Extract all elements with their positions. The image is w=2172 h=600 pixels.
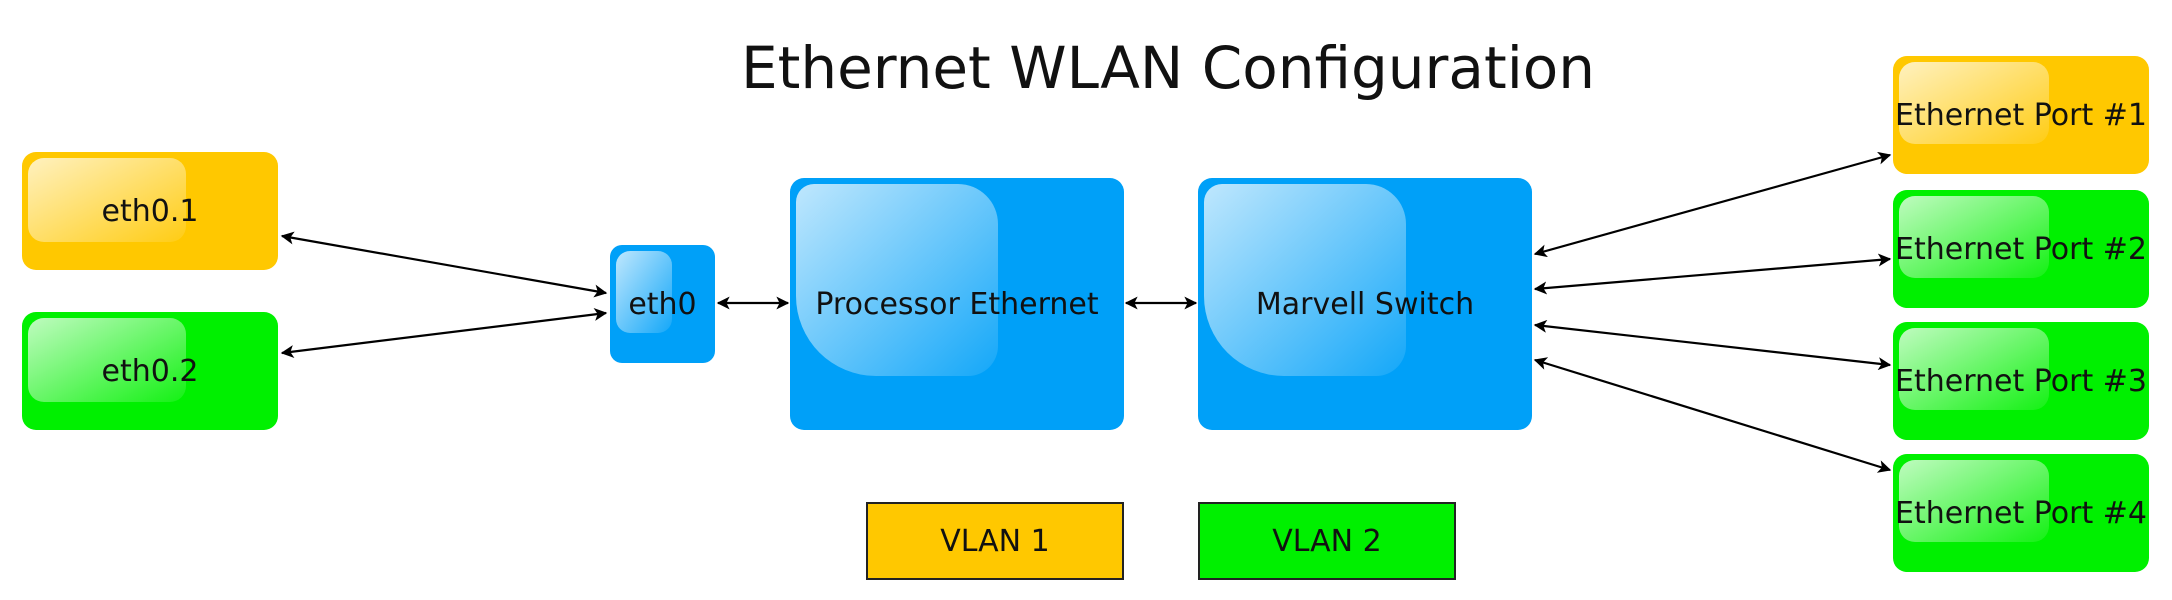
- node-label: Processor Ethernet: [815, 286, 1099, 322]
- link-eth0-2-to-eth0: [280, 307, 608, 359]
- node-gloss: [1899, 62, 2049, 144]
- node-processor-ethernet: Processor Ethernet: [790, 178, 1124, 430]
- link-eth0-1-to-eth0: [280, 231, 608, 298]
- node-gloss: [616, 251, 672, 333]
- node-ethernet-port-4: Ethernet Port #4: [1893, 454, 2149, 572]
- node-eth0-1: eth0.1: [22, 152, 278, 270]
- legend-label: VLAN 1: [940, 523, 1050, 559]
- node-gloss: [796, 184, 998, 376]
- node-gloss: [1899, 460, 2049, 542]
- node-label: Ethernet Port #3: [1895, 363, 2147, 399]
- node-eth0-2: eth0.2: [22, 312, 278, 430]
- link-switch-to-port-4: [1533, 357, 1892, 473]
- legend-vlan-1: VLAN 1: [866, 502, 1124, 580]
- node-gloss: [28, 158, 186, 242]
- node-label: eth0.2: [101, 353, 199, 389]
- node-label: eth0: [628, 286, 697, 322]
- node-ethernet-port-3: Ethernet Port #3: [1893, 322, 2149, 440]
- link-switch-to-port-3: [1533, 319, 1892, 371]
- node-gloss: [1204, 184, 1406, 376]
- link-switch-to-port-1: [1533, 151, 1892, 258]
- node-label: Ethernet Port #1: [1895, 97, 2147, 133]
- node-ethernet-port-1: Ethernet Port #1: [1893, 56, 2149, 174]
- legend-label: VLAN 2: [1272, 523, 1382, 559]
- node-gloss: [1899, 328, 2049, 410]
- node-gloss: [1899, 196, 2049, 278]
- node-marvell-switch: Marvell Switch: [1198, 178, 1532, 430]
- node-label: Ethernet Port #2: [1895, 231, 2147, 267]
- link-switch-to-port-2: [1533, 253, 1892, 295]
- legend-vlan-2: VLAN 2: [1198, 502, 1456, 580]
- node-label: Ethernet Port #4: [1895, 495, 2147, 531]
- node-label: Marvell Switch: [1255, 286, 1475, 322]
- node-ethernet-port-2: Ethernet Port #2: [1893, 190, 2149, 308]
- node-gloss: [28, 318, 186, 402]
- diagram-title: Ethernet WLAN Configuration: [740, 34, 1596, 102]
- node-eth0: eth0: [610, 245, 715, 363]
- node-label: eth0.1: [101, 193, 199, 229]
